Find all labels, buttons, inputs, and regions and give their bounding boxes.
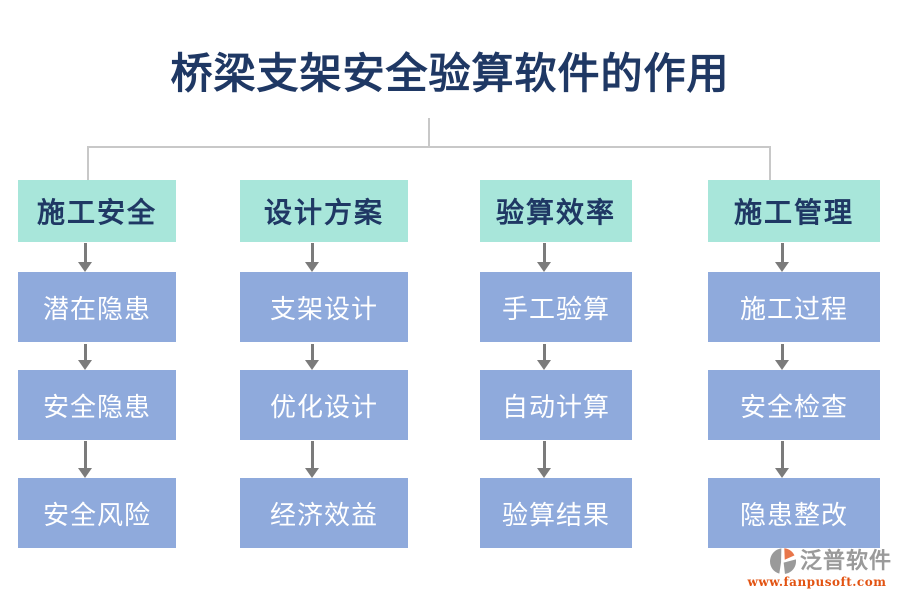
item-box: 优化设计 bbox=[240, 370, 408, 440]
connector-stem-line bbox=[428, 118, 430, 148]
item-box: 施工过程 bbox=[708, 272, 880, 342]
item-box: 隐患整改 bbox=[708, 478, 880, 548]
fanpu-logo: 泛普软件 www.fanpusoft.com bbox=[742, 548, 892, 589]
arrow-down-icon bbox=[536, 344, 552, 370]
arrow-down-icon bbox=[774, 441, 790, 478]
header-box-construction-safety: 施工安全 bbox=[18, 180, 176, 242]
arrow-down-icon bbox=[774, 243, 790, 272]
item-box: 支架设计 bbox=[240, 272, 408, 342]
header-box-construction-management: 施工管理 bbox=[708, 180, 880, 242]
item-box: 潜在隐患 bbox=[18, 272, 176, 342]
connector-left-drop-line bbox=[87, 146, 89, 180]
arrow-down-icon bbox=[536, 243, 552, 272]
connector-horizontal-line bbox=[87, 146, 771, 148]
item-box: 手工验算 bbox=[480, 272, 632, 342]
fanpu-logo-icon bbox=[769, 548, 796, 574]
arrow-down-icon bbox=[304, 243, 320, 272]
item-box: 安全检查 bbox=[708, 370, 880, 440]
item-box: 验算结果 bbox=[480, 478, 632, 548]
header-box-design-scheme: 设计方案 bbox=[240, 180, 408, 242]
connector-right-drop-line bbox=[769, 146, 771, 180]
arrow-down-icon bbox=[77, 344, 93, 370]
item-box: 自动计算 bbox=[480, 370, 632, 440]
item-box: 经济效益 bbox=[240, 478, 408, 548]
arrow-down-icon bbox=[304, 441, 320, 478]
logo-brand-name: 泛普软件 bbox=[799, 548, 892, 573]
logo-url-link[interactable]: www.fanpusoft.com bbox=[747, 575, 887, 589]
arrow-down-icon bbox=[536, 441, 552, 478]
arrow-down-icon bbox=[304, 344, 320, 370]
arrow-down-icon bbox=[77, 243, 93, 272]
arrow-down-icon bbox=[77, 441, 93, 478]
item-box: 安全风险 bbox=[18, 478, 176, 548]
page-title: 桥梁支架安全验算软件的作用 bbox=[170, 52, 730, 98]
arrow-down-icon bbox=[774, 344, 790, 370]
item-box: 安全隐患 bbox=[18, 370, 176, 440]
header-box-checking-efficiency: 验算效率 bbox=[480, 180, 632, 242]
